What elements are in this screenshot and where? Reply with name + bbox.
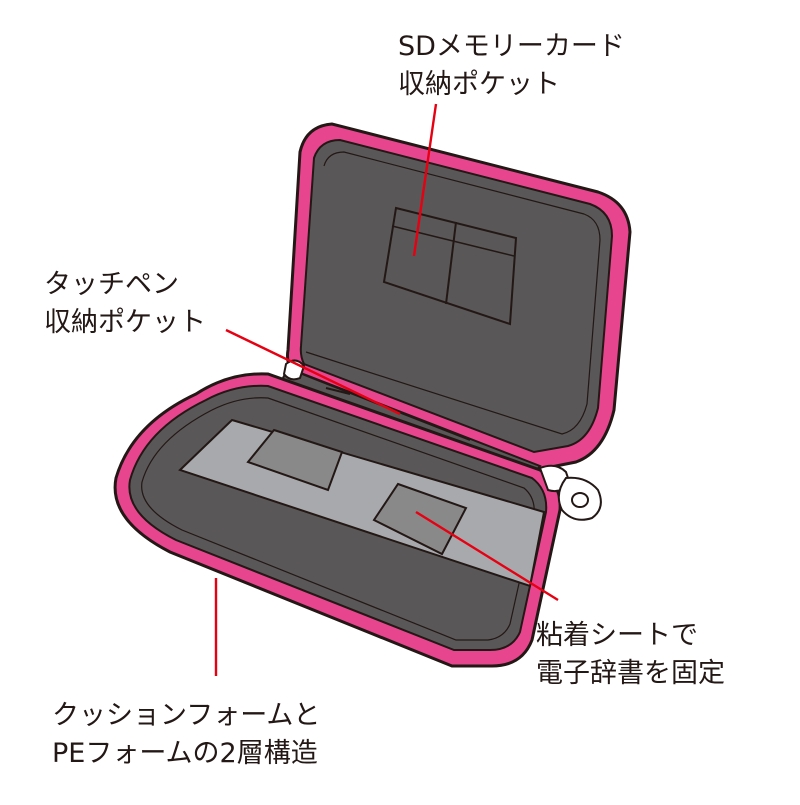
label-pen-pocket: タッチペン 収納ポケット	[44, 266, 206, 342]
label-adhesive-sheet: 粘着シートで 電子辞書を固定	[536, 617, 725, 693]
label-pen-pocket-line1: タッチペン	[44, 269, 179, 300]
base-stitch	[141, 397, 535, 641]
label-sd-card-pocket-line1: SDメモリーカード	[398, 31, 625, 62]
label-pen-pocket-line2: 収納ポケット	[44, 307, 206, 338]
label-foam-line2: PEフォームの2層構造	[52, 738, 318, 769]
adhesive-pad-left	[246, 428, 344, 492]
leader-sd-pocket	[412, 103, 438, 257]
label-foam: クッションフォームと PEフォームの2層構造	[52, 697, 320, 773]
zipper-ring-hole	[571, 492, 589, 508]
sd-card-pocket-edge	[391, 225, 515, 257]
leader-adhesive-sheet	[415, 510, 559, 602]
sd-card-pocket-divider	[445, 221, 457, 305]
lid-stitch	[305, 151, 601, 435]
leader-pen-pocket	[225, 328, 401, 416]
adhesive-pad-right	[372, 482, 468, 556]
label-foam-line1: クッションフォームと	[52, 700, 321, 731]
label-adhesive-sheet-line2: 電子辞書を固定	[536, 658, 725, 689]
pen-pocket-fold	[325, 387, 351, 395]
label-sd-card-pocket-line2: 収納ポケット	[398, 69, 560, 100]
label-adhesive-sheet-line1: 粘着シートで	[536, 620, 698, 651]
label-sd-card-pocket: SDメモリーカード 収納ポケット	[398, 28, 625, 104]
zipper-pull-icon	[538, 464, 602, 521]
